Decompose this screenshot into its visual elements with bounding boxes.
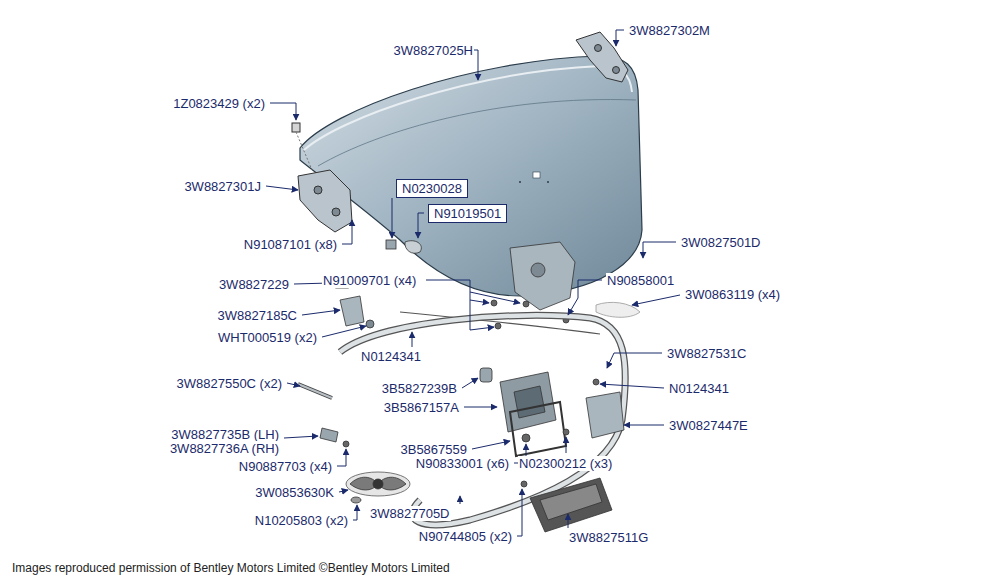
seal-and-cable [298, 312, 625, 525]
part-number: N90833001 (x6) [415, 456, 510, 471]
part-number: N02300212 (x3) [518, 456, 613, 471]
part-number: N90858001 [606, 273, 675, 288]
part-number: 3W8827511G [568, 530, 649, 545]
part-number: 3W8827735B (LH) [170, 427, 280, 442]
part-number: 3W8827229 [218, 277, 290, 292]
part-number: N91087101 (x8) [243, 237, 338, 252]
part-number: N10205803 (x2) [254, 513, 349, 528]
part-number: 3W8827185C [217, 308, 299, 323]
part-number: N0230028 [396, 179, 468, 198]
copyright-caption: Images reproduced permission of Bentley … [12, 561, 450, 576]
part-number: 3W0827447E [668, 418, 749, 433]
part-number: 3B5867157A [383, 400, 460, 415]
part-number: 3W8827531C [666, 346, 748, 361]
part-number: 3W8827025H [393, 43, 475, 58]
part-number: N0124341 [360, 349, 422, 364]
part-number: 3W0863119 (x4) [684, 287, 781, 302]
part-number: N91019501 [428, 204, 507, 223]
part-number: 3W0827501D [680, 235, 762, 250]
part-number: WHT000519 (x2) [217, 330, 318, 345]
part-number: N90744805 (x2) [418, 529, 513, 544]
part-number: 3W0853630K [254, 485, 335, 500]
part-number: N91009701 (x4) [322, 273, 417, 288]
part-number: 3W8827302M [628, 23, 711, 38]
part-number: 3W8827301J [183, 179, 262, 194]
part-number: N0124341 [668, 381, 730, 396]
part-number: N90887703 (x4) [238, 459, 333, 474]
boot-lid [300, 56, 642, 296]
part-number: 3B5867559 [399, 442, 468, 457]
part-number: 3W8827736A (RH) [169, 441, 280, 456]
part-number: 3B5827239B [381, 381, 458, 396]
boot-parts [320, 368, 624, 532]
part-number: 1Z0823429 (x2) [172, 96, 266, 111]
part-number: 3W8827550C (x2) [176, 376, 284, 391]
hinge [292, 32, 628, 232]
part-number: 3W8827705D [369, 506, 451, 521]
